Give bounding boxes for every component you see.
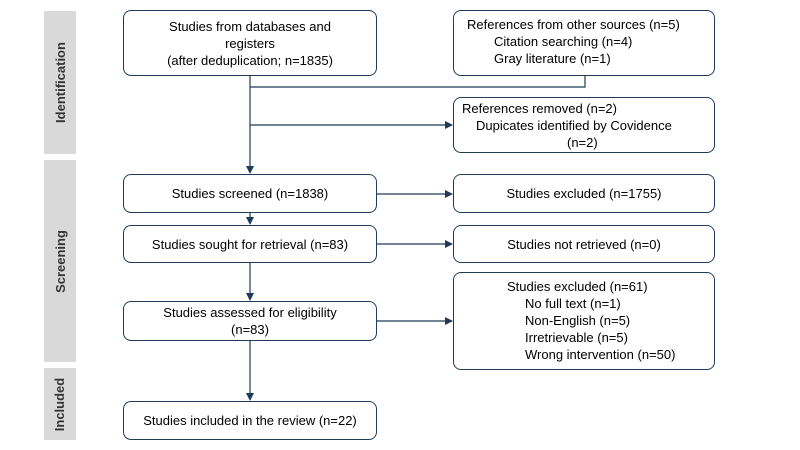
sought-box: Studies sought for retrieval (n=83) <box>123 225 377 263</box>
databases-box: Studies from databases and registers (af… <box>123 10 377 76</box>
assessed-line-2: (n=83) <box>231 322 269 337</box>
databases-line-2: registers <box>225 35 275 51</box>
excluded-eligibility-item-1: No full text (n=1) <box>525 296 621 311</box>
phase-identification: Identification <box>44 11 76 154</box>
excluded-eligibility-box: Studies excluded (n=61) No full text (n=… <box>453 272 715 370</box>
assessed-box: Studies assessed for eligibility (n=83) <box>123 301 377 341</box>
included-box: Studies included in the review (n=22) <box>123 401 377 440</box>
screened-text: Studies screened (n=1838) <box>171 186 329 201</box>
excluded-eligibility-item-4: Wrong intervention (n=50) <box>525 347 676 362</box>
excluded-eligibility-title: Studies excluded (n=61) <box>507 279 648 294</box>
not-retrieved-text: Studies not retrieved (n=0) <box>507 236 661 252</box>
not-retrieved-box: Studies not retrieved (n=0) <box>453 225 715 263</box>
included-text: Studies included in the review (n=22) <box>143 413 357 428</box>
phase-included-label: Included <box>52 377 68 431</box>
other-sources-item-2: Gray literature (n=1) <box>494 51 611 66</box>
other-sources-box: References from other sources (n=5) Cita… <box>453 10 715 76</box>
excluded-eligibility-item-2: Non-English (n=5) <box>525 313 631 328</box>
removed-item-2: (n=2) <box>567 135 598 150</box>
removed-item-1: Dupicates identified by Covidence <box>476 118 672 133</box>
excluded-screening-text: Studies excluded (n=1755) <box>506 186 662 201</box>
sought-text: Studies sought for retrieval (n=83) <box>151 236 349 252</box>
screened-box: Studies screened (n=1838) <box>123 174 377 213</box>
databases-line-3: (after deduplication; n=1835) <box>167 52 333 68</box>
databases-line-1: Studies from databases and <box>169 18 331 34</box>
removed-box: References removed (n=2) Dupicates ident… <box>453 97 715 153</box>
assessed-line-1: Studies assessed for eligibility <box>163 305 337 320</box>
excluded-eligibility-item-3: Irretrievable (n=5) <box>525 330 628 345</box>
phase-included: Included <box>44 368 76 440</box>
phase-screening-label: Screening <box>52 229 68 293</box>
other-sources-merge-line <box>250 76 586 88</box>
removed-title: References removed (n=2) <box>462 101 617 116</box>
other-sources-item-1: Citation searching (n=4) <box>494 34 633 49</box>
excluded-screening-box: Studies excluded (n=1755) <box>453 174 715 213</box>
phase-screening: Screening <box>44 160 76 362</box>
phase-identification-label: Identification <box>52 42 68 123</box>
other-sources-title: References from other sources (n=5) <box>467 17 680 32</box>
